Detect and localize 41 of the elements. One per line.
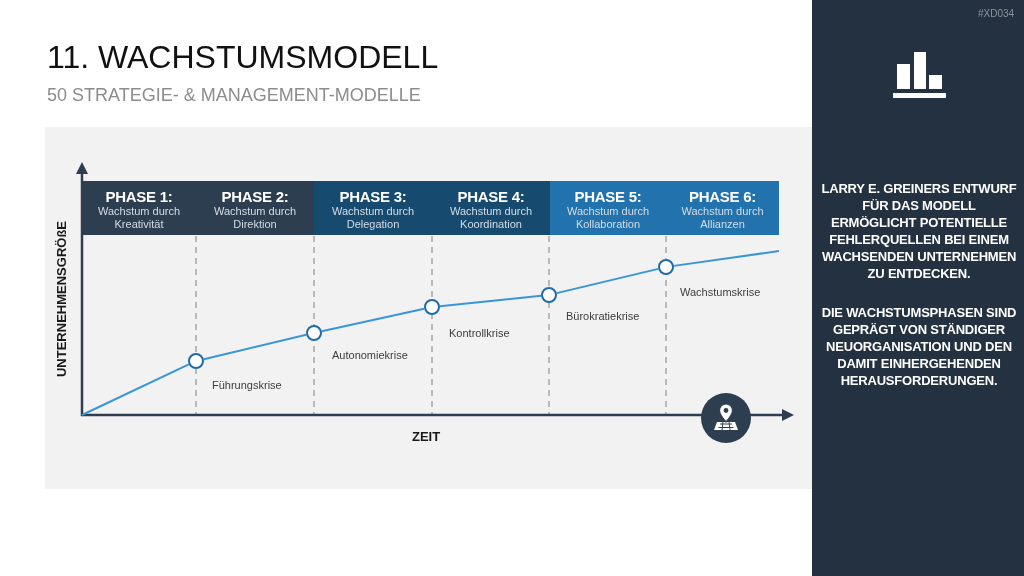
description-paragraph: LARRY E. GREINERS ENTWURF FÜR DAS MODELL ERMÖGLICHT POTENTIELLE FEHLERQUELLEN BEI EINEM WACHSENDEN UNTERNEHMEN ZU ENTDECKEN.	[820, 180, 1018, 282]
phase-box	[666, 181, 779, 235]
phase-box	[82, 181, 196, 235]
growth-line	[81, 363, 190, 416]
phase-box	[196, 181, 314, 235]
phase-description: Wachstum durch Direktion	[212, 205, 298, 231]
milestone-circle	[541, 287, 557, 303]
phase-title: PHASE 2:	[221, 188, 289, 205]
phase-title: PHASE 4:	[457, 188, 525, 205]
crisis-label: Bürokratiekrise	[566, 310, 640, 323]
milestone-circle	[306, 325, 322, 341]
phase-description: Wachstum durch Allianzen	[680, 205, 765, 231]
phase-description: Wachstum durch Delegation	[330, 205, 416, 231]
crisis-label: Autonomiekrise	[332, 349, 408, 362]
slide-title: 11. WACHSTUMSMODELL	[47, 41, 439, 73]
description-paragraph: DIE WACHSTUMSPHASEN SIND GEPRÄGT VON STÄNDIGER NEUORGANISATION UND DEN DAMIT EINHERGEHENDEN HERAUSFORDERUNGEN.	[820, 304, 1018, 389]
slide-code: #XD034	[978, 8, 1015, 20]
phase-title: PHASE 1:	[105, 188, 173, 205]
axis-label: UNTERNEHMENSGRÖßE	[54, 220, 70, 379]
phase-description: Wachstum durch Kollaboration	[565, 205, 651, 231]
milestone-circle	[658, 259, 674, 275]
crisis-label: Kontrollkrise	[449, 327, 510, 340]
phase-box	[432, 181, 550, 235]
phase-box	[314, 181, 432, 235]
axis-label: ZEIT	[412, 429, 441, 445]
phase-title: PHASE 6:	[689, 188, 756, 205]
growth-line	[320, 307, 426, 333]
growth-line	[438, 294, 543, 308]
phase-title: PHASE 3:	[339, 188, 407, 205]
crisis-label: Führungskrise	[212, 379, 282, 392]
growth-line	[202, 333, 308, 361]
milestone-circle	[424, 299, 440, 315]
phase-title: PHASE 5:	[574, 188, 642, 205]
milestone-circle	[188, 353, 204, 369]
growth-line	[672, 250, 780, 267]
phase-description: Wachstum durch Koordination	[448, 205, 534, 231]
growth-line	[555, 267, 660, 295]
subtitle: 50 STRATEGIE- & MANAGEMENT-MODELLE	[47, 85, 421, 105]
crisis-label: Wachstumskrise	[680, 286, 761, 299]
phase-description: Wachstum durch Kreativität	[96, 205, 182, 231]
phase-box	[550, 181, 666, 235]
